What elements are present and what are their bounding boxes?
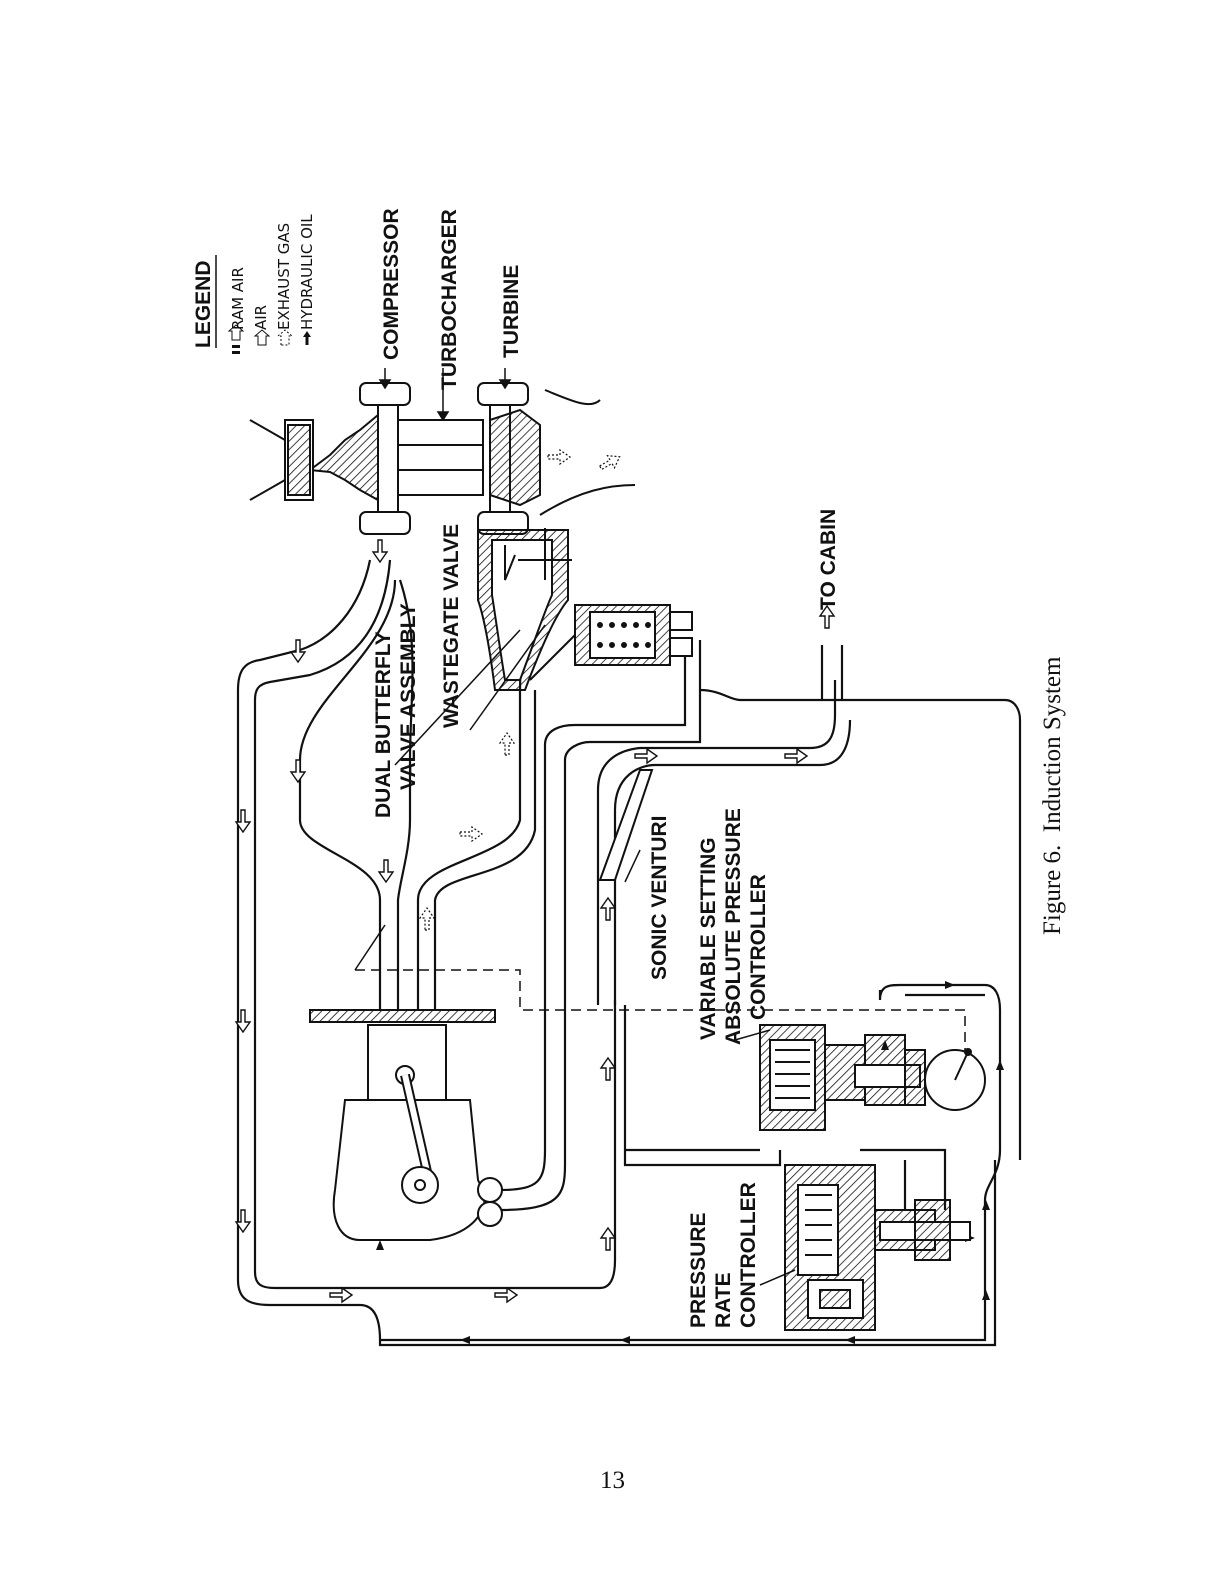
label-vapc-3: CONTROLLER bbox=[747, 874, 770, 1020]
label-compressor: COMPRESSOR bbox=[380, 208, 403, 360]
pressure-rate-controller bbox=[785, 1165, 970, 1330]
label-prc-1: PRESSURE bbox=[687, 1212, 710, 1328]
label-to-cabin: TO CABIN bbox=[817, 509, 840, 610]
label-turbine: TURBINE bbox=[500, 265, 523, 358]
air-arrow-icon bbox=[785, 749, 807, 763]
legend-label-air: AIR bbox=[252, 305, 270, 330]
page-number: 13 bbox=[600, 1467, 625, 1494]
hydraulic-oil-arrow-icon bbox=[303, 331, 311, 345]
label-vapc-2: ABSOLUTE PRESSURE bbox=[722, 808, 745, 1045]
air-arrow-icon bbox=[601, 1058, 615, 1080]
sonic-venturi bbox=[600, 770, 652, 880]
exhaust-gas-arrow-icon bbox=[500, 733, 514, 755]
air-arrow-icon bbox=[635, 749, 657, 763]
air-arrow-icon bbox=[330, 1288, 352, 1302]
label-prc-3: CONTROLLER bbox=[737, 1182, 760, 1328]
legend-label-hydraulic-oil: HYDRAULIC OIL bbox=[298, 214, 316, 330]
label-dual-butterfly-1: DUAL BUTTERFLY bbox=[372, 631, 395, 818]
exhaust-gas-arrow-icon bbox=[278, 330, 292, 345]
air-arrow-icon bbox=[379, 860, 393, 882]
legend-label-ram-air: RAM AIR bbox=[229, 267, 247, 330]
exhaust-gas-arrow-icon bbox=[548, 450, 570, 464]
wastegate-valve bbox=[478, 528, 692, 690]
exhaust-gas-arrow-icon bbox=[460, 827, 482, 841]
exhaust-gas-arrow-icon bbox=[597, 451, 623, 474]
air-arrow-icon bbox=[373, 540, 387, 562]
absolute-pressure-controller bbox=[760, 1025, 985, 1130]
label-vapc-1: VARIABLE SETTING bbox=[697, 837, 720, 1040]
legend-title: LEGEND bbox=[192, 260, 215, 348]
figure-caption: Figure 6. Induction System bbox=[1039, 656, 1066, 935]
air-arrow-icon bbox=[495, 1288, 517, 1302]
exhaust-gas-arrow-icon bbox=[420, 908, 434, 930]
air-arrow-icon bbox=[601, 898, 615, 920]
label-sonic-venturi: SONIC VENTURI bbox=[648, 815, 671, 980]
label-dual-butterfly-2: VALVE ASSEMBLY bbox=[397, 603, 420, 790]
air-arrow-icon bbox=[255, 330, 269, 345]
legend-label-exhaust-gas: EXHAUST GAS bbox=[275, 223, 293, 330]
label-turbocharger: TURBOCHARGER bbox=[438, 209, 461, 390]
label-prc-2: RATE bbox=[712, 1272, 735, 1328]
label-wastegate-valve: WASTEGATE VALVE bbox=[440, 524, 463, 728]
air-arrow-icon bbox=[291, 760, 305, 782]
legend: LEGEND RAM AIR AIR EXHAUST GAS HYDRAULIC… bbox=[192, 214, 316, 354]
air-arrow-icon bbox=[601, 1228, 615, 1250]
